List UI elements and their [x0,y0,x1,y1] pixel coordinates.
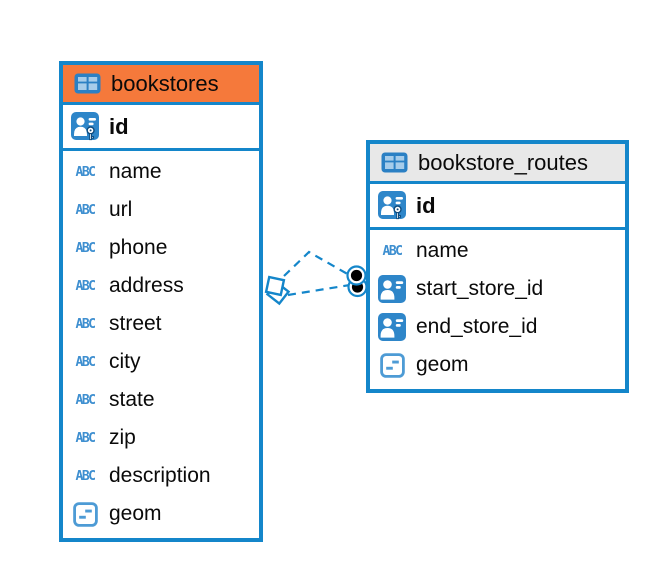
column-row-id[interactable]: id [63,105,259,151]
column-name: name [416,239,469,262]
text-type-icon: ABC [75,430,96,446]
column-name: geom [416,353,469,376]
text-type-icon: ABC [75,316,96,332]
primary-key-icon [377,190,407,221]
column-name: state [109,388,155,411]
table-header[interactable]: bookstore_routes [370,144,625,184]
relationship-line-1[interactable] [283,250,352,277]
text-type-icon: ABC [75,354,96,370]
column-name: zip [109,426,136,449]
column-row[interactable]: ABC address [70,267,252,305]
text-type-icon: ABC [75,392,96,408]
column-name: id [109,113,129,139]
text-type-icon: ABC [75,468,96,484]
text-type-icon: ABC [75,202,96,218]
column-name: geom [109,502,162,525]
table-title: bookstore_routes [418,149,588,175]
column-name: end_store_id [416,315,538,338]
table-icon [72,73,102,94]
table-icon [379,152,409,173]
text-type-icon: ABC [382,243,403,259]
column-name: id [416,192,436,218]
table-title: bookstores [111,70,219,96]
column-row[interactable]: ABC name [377,232,618,270]
relationship-dot-marker[interactable] [346,265,368,298]
text-type-icon: ABC [75,240,96,256]
column-name: phone [109,236,168,259]
relationship-line-2[interactable] [287,283,351,297]
primary-key-icon [70,111,100,142]
column-list: ABC name ABC url A [63,151,259,538]
column-name: address [109,274,184,297]
column-row[interactable]: end_store_id [377,308,618,346]
column-row[interactable]: ABC state [70,381,252,419]
column-row[interactable]: start_store_id [377,270,618,308]
column-row[interactable]: ABC city [70,343,252,381]
column-row[interactable]: geom [377,346,618,384]
relationship-diamond-marker[interactable] [264,275,291,306]
geometry-type-icon [70,501,100,527]
column-row[interactable]: ABC name [70,153,252,191]
column-row[interactable]: ABC zip [70,419,252,457]
reference-type-icon [377,275,407,303]
table-bookstores[interactable]: bookstores id [59,61,263,542]
text-type-icon: ABC [75,278,96,294]
table-bookstore-routes[interactable]: bookstore_routes id [366,140,629,393]
column-list: ABC name [370,230,625,389]
column-row[interactable]: geom [70,495,252,533]
column-name: url [109,198,133,221]
column-row-id[interactable]: id [370,184,625,230]
column-row[interactable]: ABC url [70,191,252,229]
geometry-type-icon [377,352,407,378]
column-name: start_store_id [416,277,544,300]
column-name: city [109,350,141,373]
column-name: name [109,160,162,183]
table-header[interactable]: bookstores [63,65,259,105]
text-type-icon: ABC [75,164,96,180]
column-name: description [109,464,211,487]
column-row[interactable]: ABC description [70,457,252,495]
column-row[interactable]: ABC street [70,305,252,343]
column-name: street [109,312,162,335]
column-row[interactable]: ABC phone [70,229,252,267]
reference-type-icon [377,313,407,341]
